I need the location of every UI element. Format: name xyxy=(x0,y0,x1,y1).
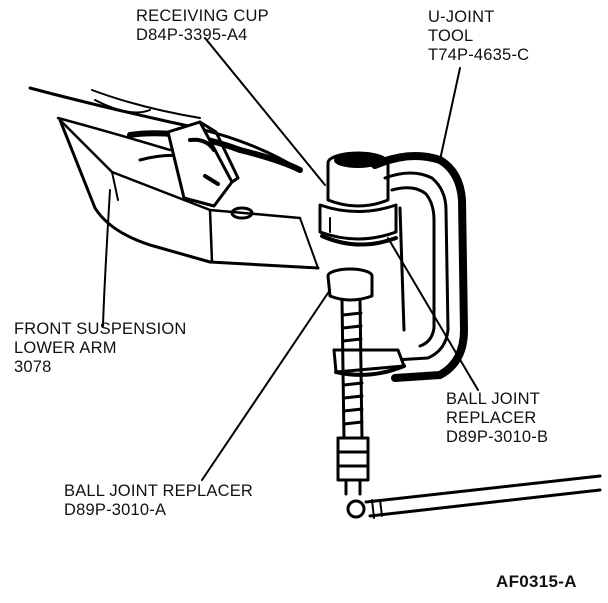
label-replacer-b-line2: REPLACER xyxy=(446,409,537,427)
label-ball-joint-replacer-a: BALL JOINT REPLACER D89P-3010-A xyxy=(64,482,253,520)
label-u-joint-tool-part-number: T74P-4635-C xyxy=(428,46,530,64)
leader-ball-joint-replacer-a xyxy=(201,289,331,481)
label-u-joint-tool: U-JOINT TOOL T74P-4635-C xyxy=(428,8,529,65)
label-u-joint-tool-line1: U-JOINT xyxy=(428,8,495,26)
label-lower-arm-line2: LOWER ARM xyxy=(14,339,117,357)
label-replacer-b-part-number: D89P-3010-B xyxy=(446,428,549,446)
label-receiving-cup: RECEIVING CUP D84P-3395-A4 xyxy=(136,7,269,45)
label-receiving-cup-part-number: D84P-3395-A4 xyxy=(136,26,248,44)
label-lower-arm-line1: FRONT SUSPENSION xyxy=(14,320,187,338)
label-front-suspension-lower-arm: FRONT SUSPENSION LOWER ARM 3078 xyxy=(14,320,187,377)
label-u-joint-tool-line2: TOOL xyxy=(428,27,474,45)
label-lower-arm-part-number: 3078 xyxy=(14,358,52,376)
leader-lines xyxy=(102,37,479,481)
figure-id: AF0315-A xyxy=(496,572,577,591)
receiving-cup-drawing xyxy=(318,151,398,247)
label-ball-joint-replacer-b: BALL JOINT REPLACER D89P-3010-B xyxy=(446,390,548,447)
ball-joint-replacer-a-drawing xyxy=(326,267,602,519)
leader-receiving-cup xyxy=(204,37,326,186)
label-replacer-a-title: BALL JOINT REPLACER xyxy=(64,482,254,500)
leader-u-joint-tool xyxy=(439,67,461,161)
label-receiving-cup-title: RECEIVING CUP xyxy=(136,7,269,25)
leader-ball-joint-replacer-b xyxy=(387,237,479,391)
front-suspension-lower-arm-drawing xyxy=(28,86,320,270)
label-replacer-b-line1: BALL JOINT xyxy=(446,390,540,408)
u-joint-tool-drawing xyxy=(371,152,468,382)
label-replacer-a-part-number: D89P-3010-A xyxy=(64,501,167,519)
leader-lower-arm xyxy=(102,189,111,327)
